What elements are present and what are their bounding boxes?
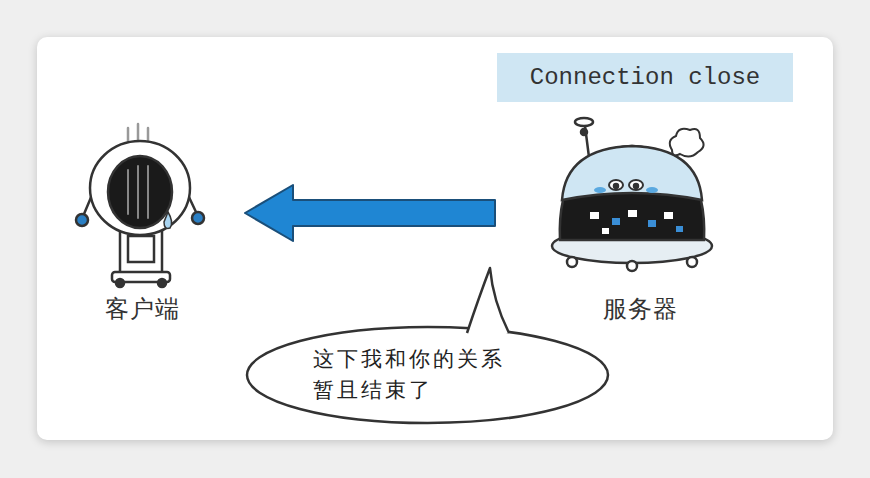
- light: [602, 228, 609, 234]
- robot-wheel: [158, 279, 166, 287]
- robot-eye: [629, 180, 643, 190]
- antenna-dish: [575, 118, 593, 126]
- wheel: [687, 257, 697, 267]
- robot-pupil: [614, 184, 618, 188]
- server-robot: [552, 118, 712, 271]
- robot-cheek: [646, 187, 658, 193]
- light: [590, 212, 599, 219]
- wheel: [627, 261, 637, 271]
- robot-eye: [609, 180, 623, 190]
- header-text: Connection close: [530, 64, 760, 91]
- wheel: [567, 257, 577, 267]
- light: [628, 210, 637, 217]
- client-node: 客户端: [40, 120, 245, 325]
- server-node: 服务器: [495, 110, 785, 325]
- bubble-tail: [467, 268, 509, 333]
- light: [676, 226, 683, 232]
- robot-wheel: [116, 279, 124, 287]
- robot-head: [90, 141, 190, 235]
- light: [648, 220, 656, 227]
- bubble-body: [247, 327, 608, 423]
- robot-panel: [128, 236, 154, 262]
- robot-cheek: [594, 187, 606, 193]
- visor-stripe: [147, 166, 149, 218]
- antenna-knob: [581, 129, 587, 135]
- speech-bubble: 这下我和你的关系 暂且结束了: [245, 325, 610, 425]
- robot-dome: [560, 146, 704, 240]
- robot-hand: [76, 214, 88, 226]
- block-arrow: [245, 185, 495, 241]
- node-label: 客户端: [105, 293, 180, 325]
- sweat-drop: [164, 212, 172, 228]
- bubble-outline: [245, 325, 610, 425]
- speech-text: 这下我和你的关系 暂且结束了: [313, 344, 543, 407]
- robot-hand: [192, 212, 204, 224]
- node-label: 服务器: [603, 293, 678, 325]
- visor-stripe: [127, 170, 129, 214]
- steam-puff: [670, 129, 704, 157]
- light: [612, 218, 620, 225]
- light: [664, 212, 673, 219]
- robot-visor: [108, 156, 172, 228]
- robot-pupil: [634, 184, 638, 188]
- header-tag: Connection close: [497, 53, 793, 102]
- client-robot: [76, 124, 204, 287]
- visor-stripe: [137, 166, 139, 218]
